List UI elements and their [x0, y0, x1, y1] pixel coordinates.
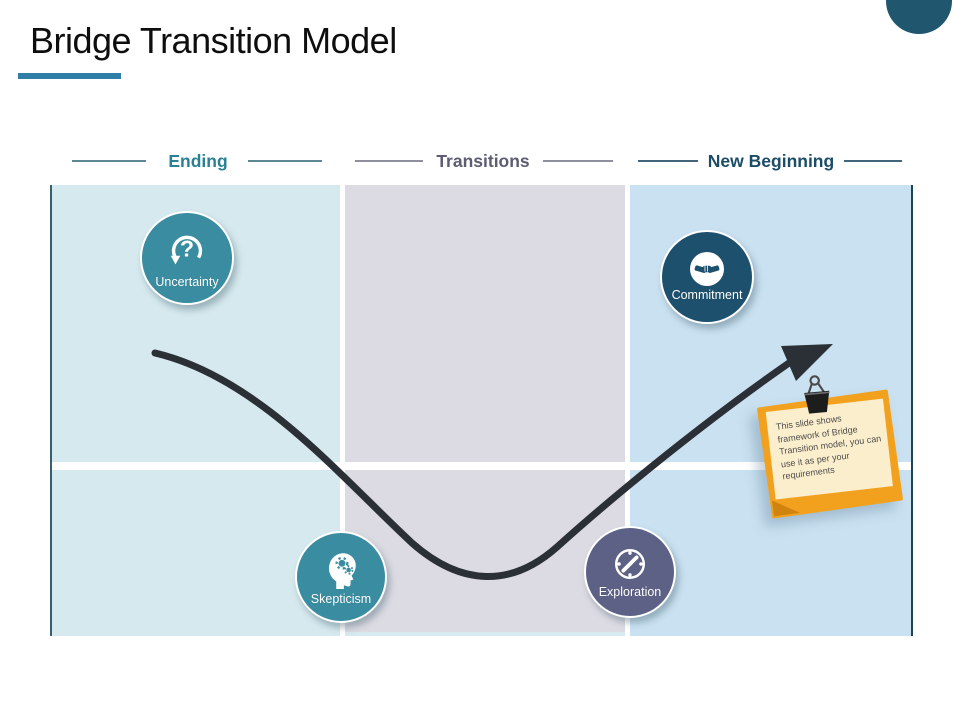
page-title: Bridge Transition Model	[30, 20, 397, 61]
badge-label: Exploration	[598, 585, 662, 599]
badge-label: Skepticism	[310, 592, 372, 606]
header-line	[355, 160, 423, 162]
phase-header-ending: Ending	[168, 151, 228, 171]
header-line	[248, 160, 322, 162]
horizontal-divider	[52, 462, 911, 470]
header-line	[844, 160, 902, 162]
head-gears-icon	[328, 553, 356, 590]
phase-header-transitions: Transitions	[436, 151, 530, 171]
badge-uncertainty: ? Uncertainty	[140, 211, 234, 305]
diagram-left-border	[50, 185, 52, 636]
badge-commitment: Commitment	[660, 230, 754, 324]
transition-curve-arrow	[151, 344, 833, 580]
title-underline	[18, 73, 121, 79]
handshake-icon	[690, 252, 724, 286]
diagram-right-border	[911, 185, 913, 636]
header-line	[638, 160, 698, 162]
svg-text:?: ?	[180, 236, 194, 262]
sticky-note-fold	[771, 496, 800, 517]
binder-clip-icon	[804, 375, 830, 414]
badge-label: Uncertainty	[155, 275, 219, 289]
column-transitions	[345, 185, 625, 632]
corner-accent-circle	[886, 0, 952, 34]
diagram-canvas: ? Uncertainty Commitment	[50, 185, 913, 636]
question-loop-icon: ?	[170, 235, 203, 265]
header-line	[543, 160, 613, 162]
column-transitions-bottom-strip	[345, 632, 625, 636]
badge-skepticism: Skepticism	[295, 531, 387, 623]
compass-icon	[614, 548, 646, 580]
sticky-note-text: This slide shows framework of Bridge Tra…	[775, 413, 882, 482]
phase-header-new-beginning: New Beginning	[707, 151, 835, 171]
header-line	[72, 160, 146, 162]
badge-exploration: Exploration	[584, 526, 676, 618]
badge-label: Commitment	[671, 288, 743, 302]
